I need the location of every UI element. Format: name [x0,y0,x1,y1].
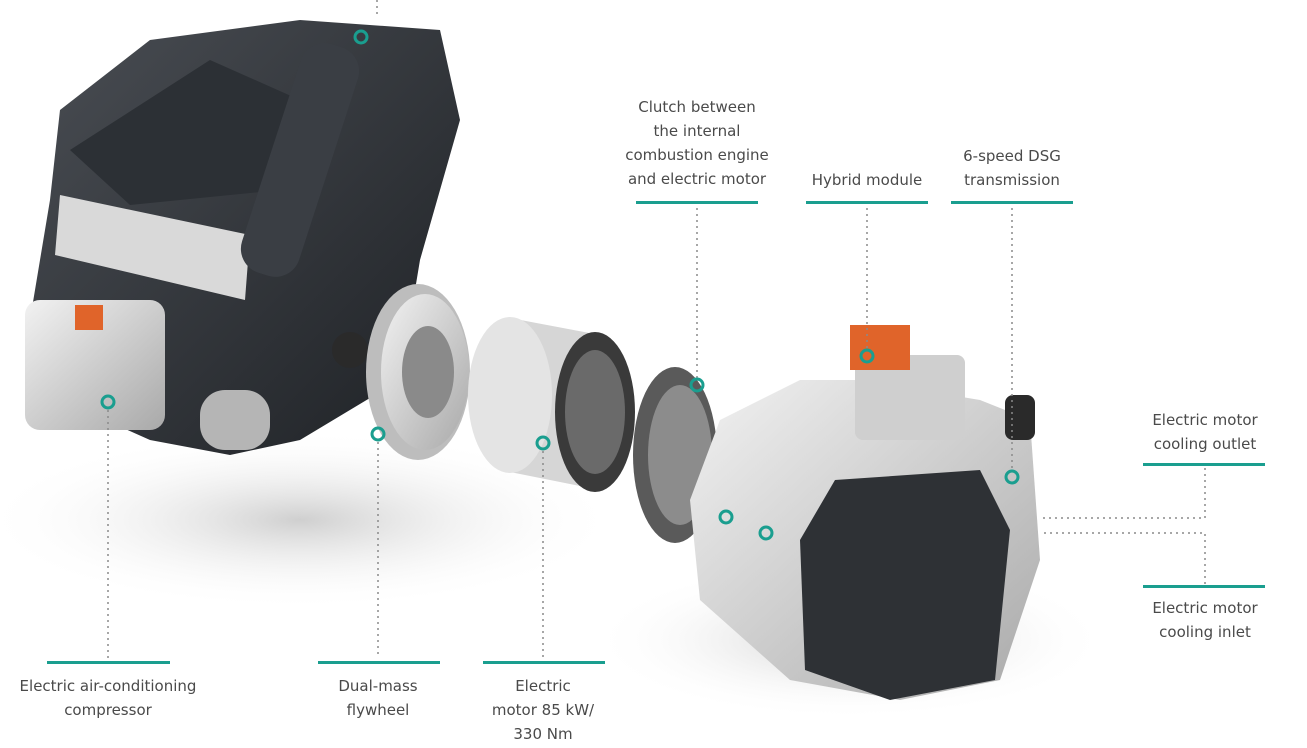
hotspot-marker [370,426,386,442]
combustion-engine [25,20,460,455]
label-underline [1143,585,1265,588]
label-underline [47,661,170,664]
hotspot-marker [689,377,705,393]
hotspot-markers [100,29,1020,541]
dsg-transmission [690,325,1040,700]
dual-mass-flywheel [366,284,470,460]
label-ac-compressor: Electric air-conditioning compressor [19,677,197,719]
label-underline [636,201,758,204]
label-underline [1143,463,1265,466]
label-clutch: Clutch between the internal combustion e… [625,98,769,188]
label-cooling-inlet: Electric motor cooling inlet [1152,599,1258,641]
hotspot-marker [718,509,734,525]
label-flywheel: Dual-mass flywheel [338,677,418,719]
label-underline [483,661,605,664]
label-underline [318,661,440,664]
label-cooling-outlet: Electric motor cooling outlet [1152,411,1258,453]
label-underline [951,201,1073,204]
electric-motor [468,317,635,492]
label-dsg-transmission: 6-speed DSG transmission [963,147,1061,189]
label-hybrid-module: Hybrid module [811,171,923,189]
hotspot-marker [758,525,774,541]
hotspot-marker [353,29,369,45]
leader-lines [107,0,1206,658]
label-underline [806,201,928,204]
hotspot-marker [100,394,116,410]
hotspot-marker [859,348,875,364]
label-electric-motor: Electric motor 85 kW/ 330 Nm [491,677,595,743]
floor-reflection [0,430,620,610]
hotspot-marker [535,435,551,451]
hotspot-marker [1004,469,1020,485]
